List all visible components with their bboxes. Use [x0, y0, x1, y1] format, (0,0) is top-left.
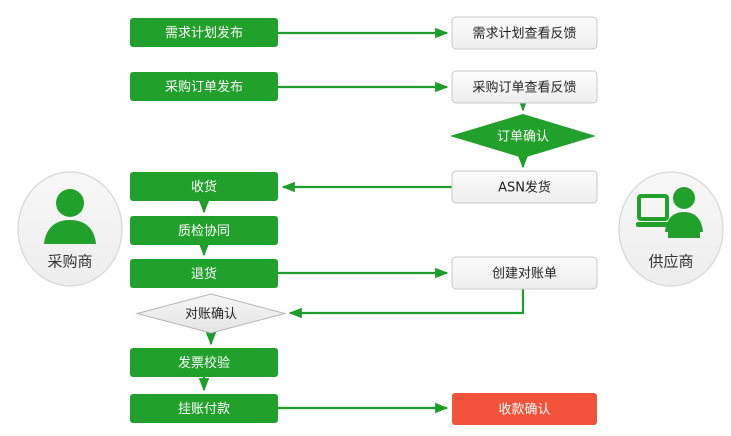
node-label-invoice-verify: 发票校验 — [178, 355, 230, 371]
node-goods-receipt[interactable]: 收货 — [130, 172, 278, 201]
node-label-statement-confirm: 对账确认 — [185, 307, 237, 322]
node-invoice-verify[interactable]: 发票校验 — [130, 348, 278, 377]
node-statement-confirm[interactable]: 对账确认 — [135, 293, 287, 334]
node-receipt-confirm[interactable]: 收款确认 — [452, 393, 597, 425]
person-at-computer-icon — [636, 187, 703, 238]
node-shape-quality-collab — [130, 216, 278, 245]
node-shape-statement-confirm — [135, 293, 287, 334]
edge-statement-check — [288, 289, 525, 319]
node-shape-payment-posting — [130, 394, 278, 423]
node-label-order-confirm: 订单确认 — [497, 130, 549, 145]
node-label-return-goods: 退货 — [191, 266, 217, 282]
node-label-payment-posting: 挂账付款 — [178, 402, 230, 417]
node-shape-invoice-verify — [130, 348, 278, 377]
node-shape-demand-plan-publish — [130, 18, 278, 47]
node-order-confirm[interactable]: 订单确认 — [450, 114, 596, 158]
actor-supplier-label: 供应商 — [648, 253, 693, 271]
node-label-create-statement: 创建对账单 — [492, 267, 557, 282]
node-shape-order-confirm — [450, 114, 596, 158]
node-quality-collab[interactable]: 质检协同 — [130, 216, 278, 245]
node-create-statement[interactable]: 创建对账单 — [451, 256, 598, 290]
edges-layer — [198, 27, 529, 414]
node-label-asn-shipment: ASN发货 — [498, 180, 551, 196]
node-shape-asn-shipment — [451, 170, 598, 204]
node-shape-receipt-confirm — [452, 393, 597, 425]
person-icon — [44, 189, 96, 244]
node-payment-posting[interactable]: 挂账付款 — [130, 394, 278, 423]
actor-buyer-label: 采购商 — [47, 253, 92, 271]
node-label-receipt-confirm: 收款确认 — [498, 403, 550, 418]
node-label-demand-plan-feedback: 需求计划查看反馈 — [472, 26, 576, 42]
node-po-feedback[interactable]: 采购订单查看反馈 — [451, 70, 598, 104]
node-label-quality-collab: 质检协同 — [178, 224, 230, 239]
actor-supplier[interactable]: 供应商 — [618, 171, 724, 287]
node-label-po-feedback: 采购订单查看反馈 — [472, 80, 576, 96]
node-return-goods[interactable]: 退货 — [130, 259, 278, 288]
node-shape-demand-plan-feedback — [451, 16, 598, 50]
actor-buyer[interactable]: 采购商 — [17, 171, 123, 287]
node-po-publish[interactable]: 采购订单发布 — [130, 72, 278, 101]
node-demand-plan-feedback[interactable]: 需求计划查看反馈 — [451, 16, 598, 50]
node-shape-return-goods — [130, 259, 278, 288]
node-label-po-publish: 采购订单发布 — [165, 79, 243, 95]
node-label-goods-receipt: 收货 — [191, 179, 217, 195]
node-shape-create-statement — [451, 256, 598, 290]
node-asn-shipment[interactable]: ASN发货 — [451, 170, 598, 204]
node-shape-goods-receipt — [130, 172, 278, 201]
node-demand-plan-publish[interactable]: 需求计划发布 — [130, 18, 278, 47]
node-label-demand-plan-publish: 需求计划发布 — [165, 25, 243, 41]
node-shape-po-feedback — [451, 70, 598, 104]
node-shape-po-publish — [130, 72, 278, 101]
